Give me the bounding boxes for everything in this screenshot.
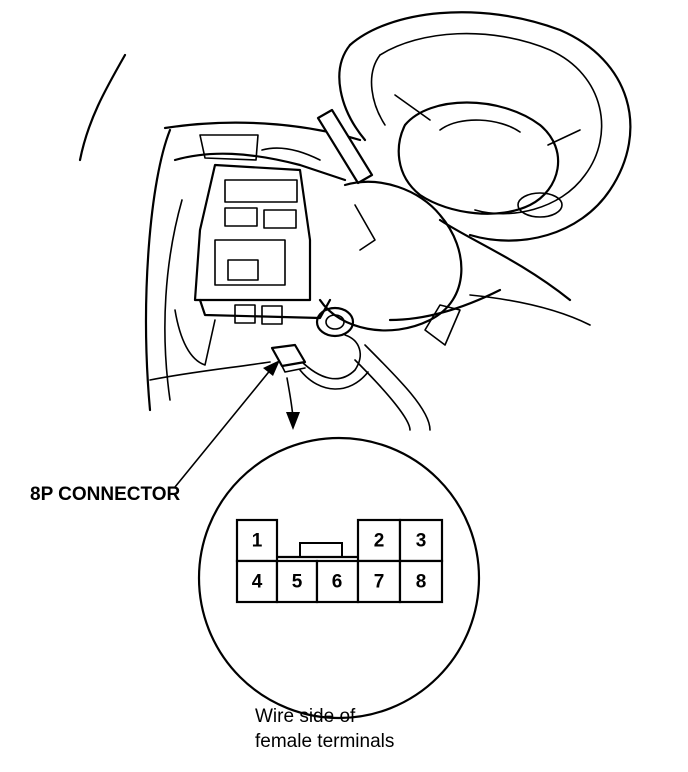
connector-label: 8P CONNECTOR — [30, 484, 181, 505]
a-pillar — [78, 53, 183, 412]
pin-3: 3 — [416, 531, 427, 552]
pin-1: 1 — [252, 531, 263, 552]
pin-4: 4 — [252, 572, 263, 593]
caption-line-2: female terminals — [255, 731, 394, 752]
caption-line-1: Wire side of — [255, 706, 356, 727]
pin-6: 6 — [332, 572, 343, 593]
connector-leader-arrow — [174, 360, 280, 488]
connector-harness — [270, 334, 369, 390]
pin-7: 7 — [374, 572, 385, 593]
steering-wheel — [315, 11, 632, 431]
zoom-arrow — [286, 377, 300, 430]
pin-5: 5 — [292, 572, 303, 593]
dashboard — [149, 121, 362, 381]
connector-face: 1 2 3 4 5 6 7 8 — [235, 518, 444, 604]
pin-8: 8 — [416, 572, 427, 593]
connector-detail-circle: 1 2 3 4 5 6 7 8 — [197, 436, 481, 720]
pin-2: 2 — [374, 531, 385, 552]
